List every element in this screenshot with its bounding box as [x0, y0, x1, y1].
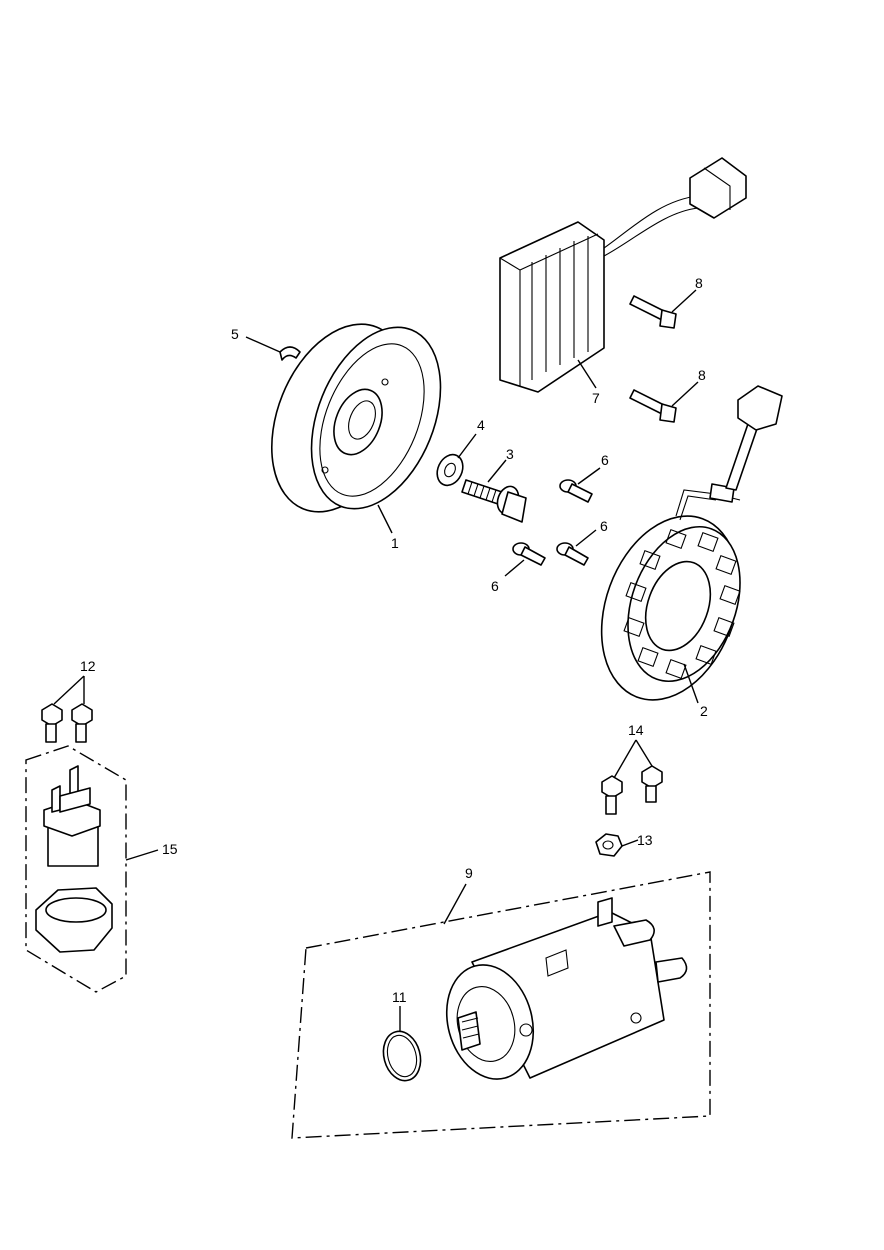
solenoid-bolt-a: [41, 703, 63, 743]
callout-6c: 6: [491, 578, 499, 594]
starter-motor: [445, 897, 688, 1080]
woodruff-key: [279, 346, 301, 361]
callout-6a: 6: [601, 452, 609, 468]
stator-screw-c: [556, 542, 589, 566]
regulator-bolt-b: [629, 389, 677, 423]
callout-3: 3: [506, 446, 514, 462]
callout-7: 7: [592, 390, 600, 406]
callout-9: 9: [465, 865, 473, 881]
callout-6b: 6: [600, 518, 608, 534]
callout-12: 12: [80, 658, 96, 674]
solenoid-group-boundary: [25, 745, 127, 993]
callout-2: 2: [700, 703, 708, 719]
callout-1: 1: [391, 535, 399, 551]
callout-5: 5: [231, 326, 239, 342]
starter-bolt-a: [601, 775, 623, 815]
starter-solenoid: [35, 765, 113, 953]
regulator-rectifier: [499, 157, 747, 393]
stator-screw-a: [559, 479, 593, 503]
stator-screw-b: [512, 542, 546, 566]
callout-8a: 8: [695, 275, 703, 291]
stator: [600, 385, 783, 701]
rotor-flywheel: [270, 323, 442, 513]
o-ring: [382, 1030, 422, 1082]
callout-8b: 8: [698, 367, 706, 383]
leader-lines: [53, 289, 699, 1032]
callout-4: 4: [477, 417, 485, 433]
regulator-bolt-a: [629, 295, 677, 329]
washer: [436, 453, 464, 487]
callout-13: 13: [637, 832, 653, 848]
starter-group-boundary: [291, 871, 711, 1139]
callout-15: 15: [162, 841, 178, 857]
rotor-bolt: [461, 479, 527, 523]
flange-nut: [595, 833, 623, 857]
callout-11: 11: [392, 989, 407, 1005]
callout-14: 14: [628, 722, 644, 738]
solenoid-bolt-b: [71, 703, 93, 743]
starter-bolt-b: [641, 765, 663, 803]
